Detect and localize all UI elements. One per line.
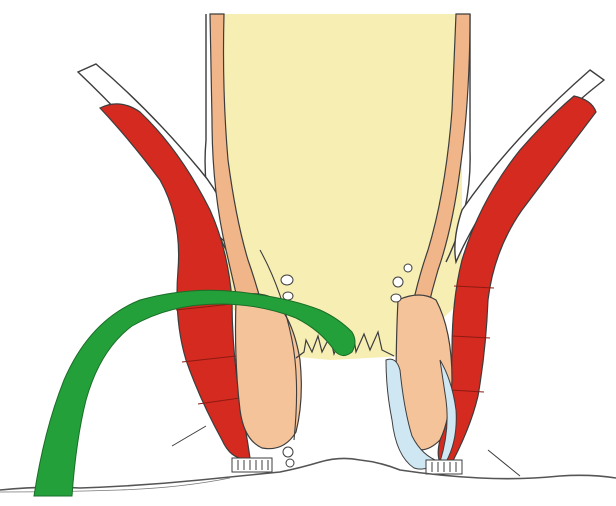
left-gland-3 [283, 447, 293, 457]
left-gland-4 [286, 459, 294, 467]
left-gland-2 [283, 292, 293, 300]
right-gland-2 [391, 294, 401, 302]
left-fascia [172, 426, 206, 446]
right-fascia [488, 450, 520, 476]
skin-line [0, 458, 616, 490]
right-gland-3 [404, 264, 412, 272]
left-gland-1 [281, 275, 293, 285]
right-gland-1 [393, 277, 403, 287]
